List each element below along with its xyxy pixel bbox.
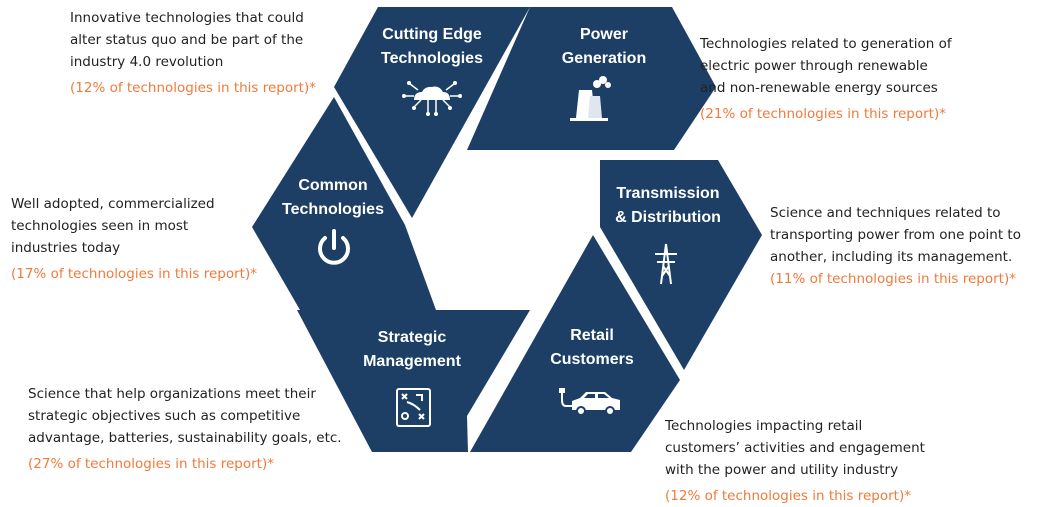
desc-line: advantage, batteries, sustainability goa… xyxy=(28,430,342,446)
segment-power-generation-shape xyxy=(467,7,716,150)
electric-car-icon xyxy=(559,388,620,416)
segment-transmission: Transmission & Distribution xyxy=(600,160,762,370)
segment-power-generation-title-2: Generation xyxy=(562,50,646,67)
segment-common-title-2: Technologies xyxy=(282,201,384,218)
desc-line: another, including its management. xyxy=(770,249,1013,265)
desc-line: strategic objectives such as competitive xyxy=(28,408,301,424)
desc-transmission: Science and techniques related to transp… xyxy=(770,202,1021,290)
share-transmission: (11% of technologies in this report)* xyxy=(770,271,1016,287)
segment-retail: Retail Customers xyxy=(470,235,680,452)
desc-strategic: Science that help organizations meet the… xyxy=(28,383,342,475)
desc-line: alter status quo and be part of the xyxy=(70,32,304,48)
desc-line: Well adopted, commercialized xyxy=(11,196,215,212)
share-common: (17% of technologies in this report)* xyxy=(11,266,257,282)
power-button-icon xyxy=(318,229,350,265)
desc-line: and non-renewable energy sources xyxy=(700,80,938,96)
desc-line: Technologies impacting retail xyxy=(665,418,863,434)
desc-line: industries today xyxy=(11,240,121,256)
segment-retail-title-2: Customers xyxy=(550,351,634,368)
segment-strategic-title-1: Strategic xyxy=(378,329,447,346)
segment-transmission-shape xyxy=(600,160,762,370)
segment-cutting-edge-title-2: Technologies xyxy=(381,50,483,67)
transmission-tower-icon xyxy=(655,243,677,285)
desc-line: Technologies related to generation of xyxy=(700,36,952,52)
desc-retail: Technologies impacting retail customers’… xyxy=(665,415,925,507)
desc-line: industry 4.0 revolution xyxy=(70,54,224,70)
segment-power-generation-title-1: Power xyxy=(580,26,628,43)
power-plant-icon xyxy=(570,76,611,121)
desc-power-generation: Technologies related to generation of el… xyxy=(700,33,952,125)
segment-cutting-edge: Cutting Edge Technologies xyxy=(334,7,530,218)
desc-line: electric power through renewable xyxy=(700,58,928,74)
share-power-generation: (21% of technologies in this report)* xyxy=(700,106,946,122)
desc-line: Science that help organizations meet the… xyxy=(28,386,316,402)
segment-cutting-edge-shape xyxy=(334,7,530,218)
segment-common: Common Technologies xyxy=(252,97,436,310)
segment-strategic: Strategic Management xyxy=(297,310,530,452)
share-strategic: (27% of technologies in this report)* xyxy=(28,456,274,472)
segment-transmission-title-2: & Distribution xyxy=(615,209,721,226)
segment-strategic-shape xyxy=(297,310,530,452)
segment-common-title-1: Common xyxy=(298,177,367,194)
segment-common-shape xyxy=(252,97,436,310)
segment-transmission-title-1: Transmission xyxy=(616,185,719,202)
cloud-network-icon xyxy=(402,81,462,116)
share-cutting-edge: (12% of technologies in this report)* xyxy=(70,80,316,96)
segment-cutting-edge-title-1: Cutting Edge xyxy=(382,26,482,43)
desc-line: with the power and utility industry xyxy=(665,462,899,478)
desc-line: customers’ activities and engagement xyxy=(665,440,925,456)
strategy-board-icon xyxy=(396,388,431,427)
desc-common: Well adopted, commercialized technologie… xyxy=(11,193,257,285)
segment-strategic-title-2: Management xyxy=(363,353,461,370)
desc-line: transporting power from one point to xyxy=(770,227,1021,243)
segment-power-generation: Power Generation xyxy=(467,7,716,150)
share-retail: (12% of technologies in this report)* xyxy=(665,488,911,504)
desc-line: technologies seen in most xyxy=(11,218,189,234)
desc-cutting-edge: Innovative technologies that could alter… xyxy=(70,7,316,99)
segment-retail-shape xyxy=(470,235,680,452)
desc-line: Innovative technologies that could xyxy=(70,10,304,26)
desc-line: Science and techniques related to xyxy=(770,205,1001,221)
segment-retail-title-1: Retail xyxy=(570,327,614,344)
